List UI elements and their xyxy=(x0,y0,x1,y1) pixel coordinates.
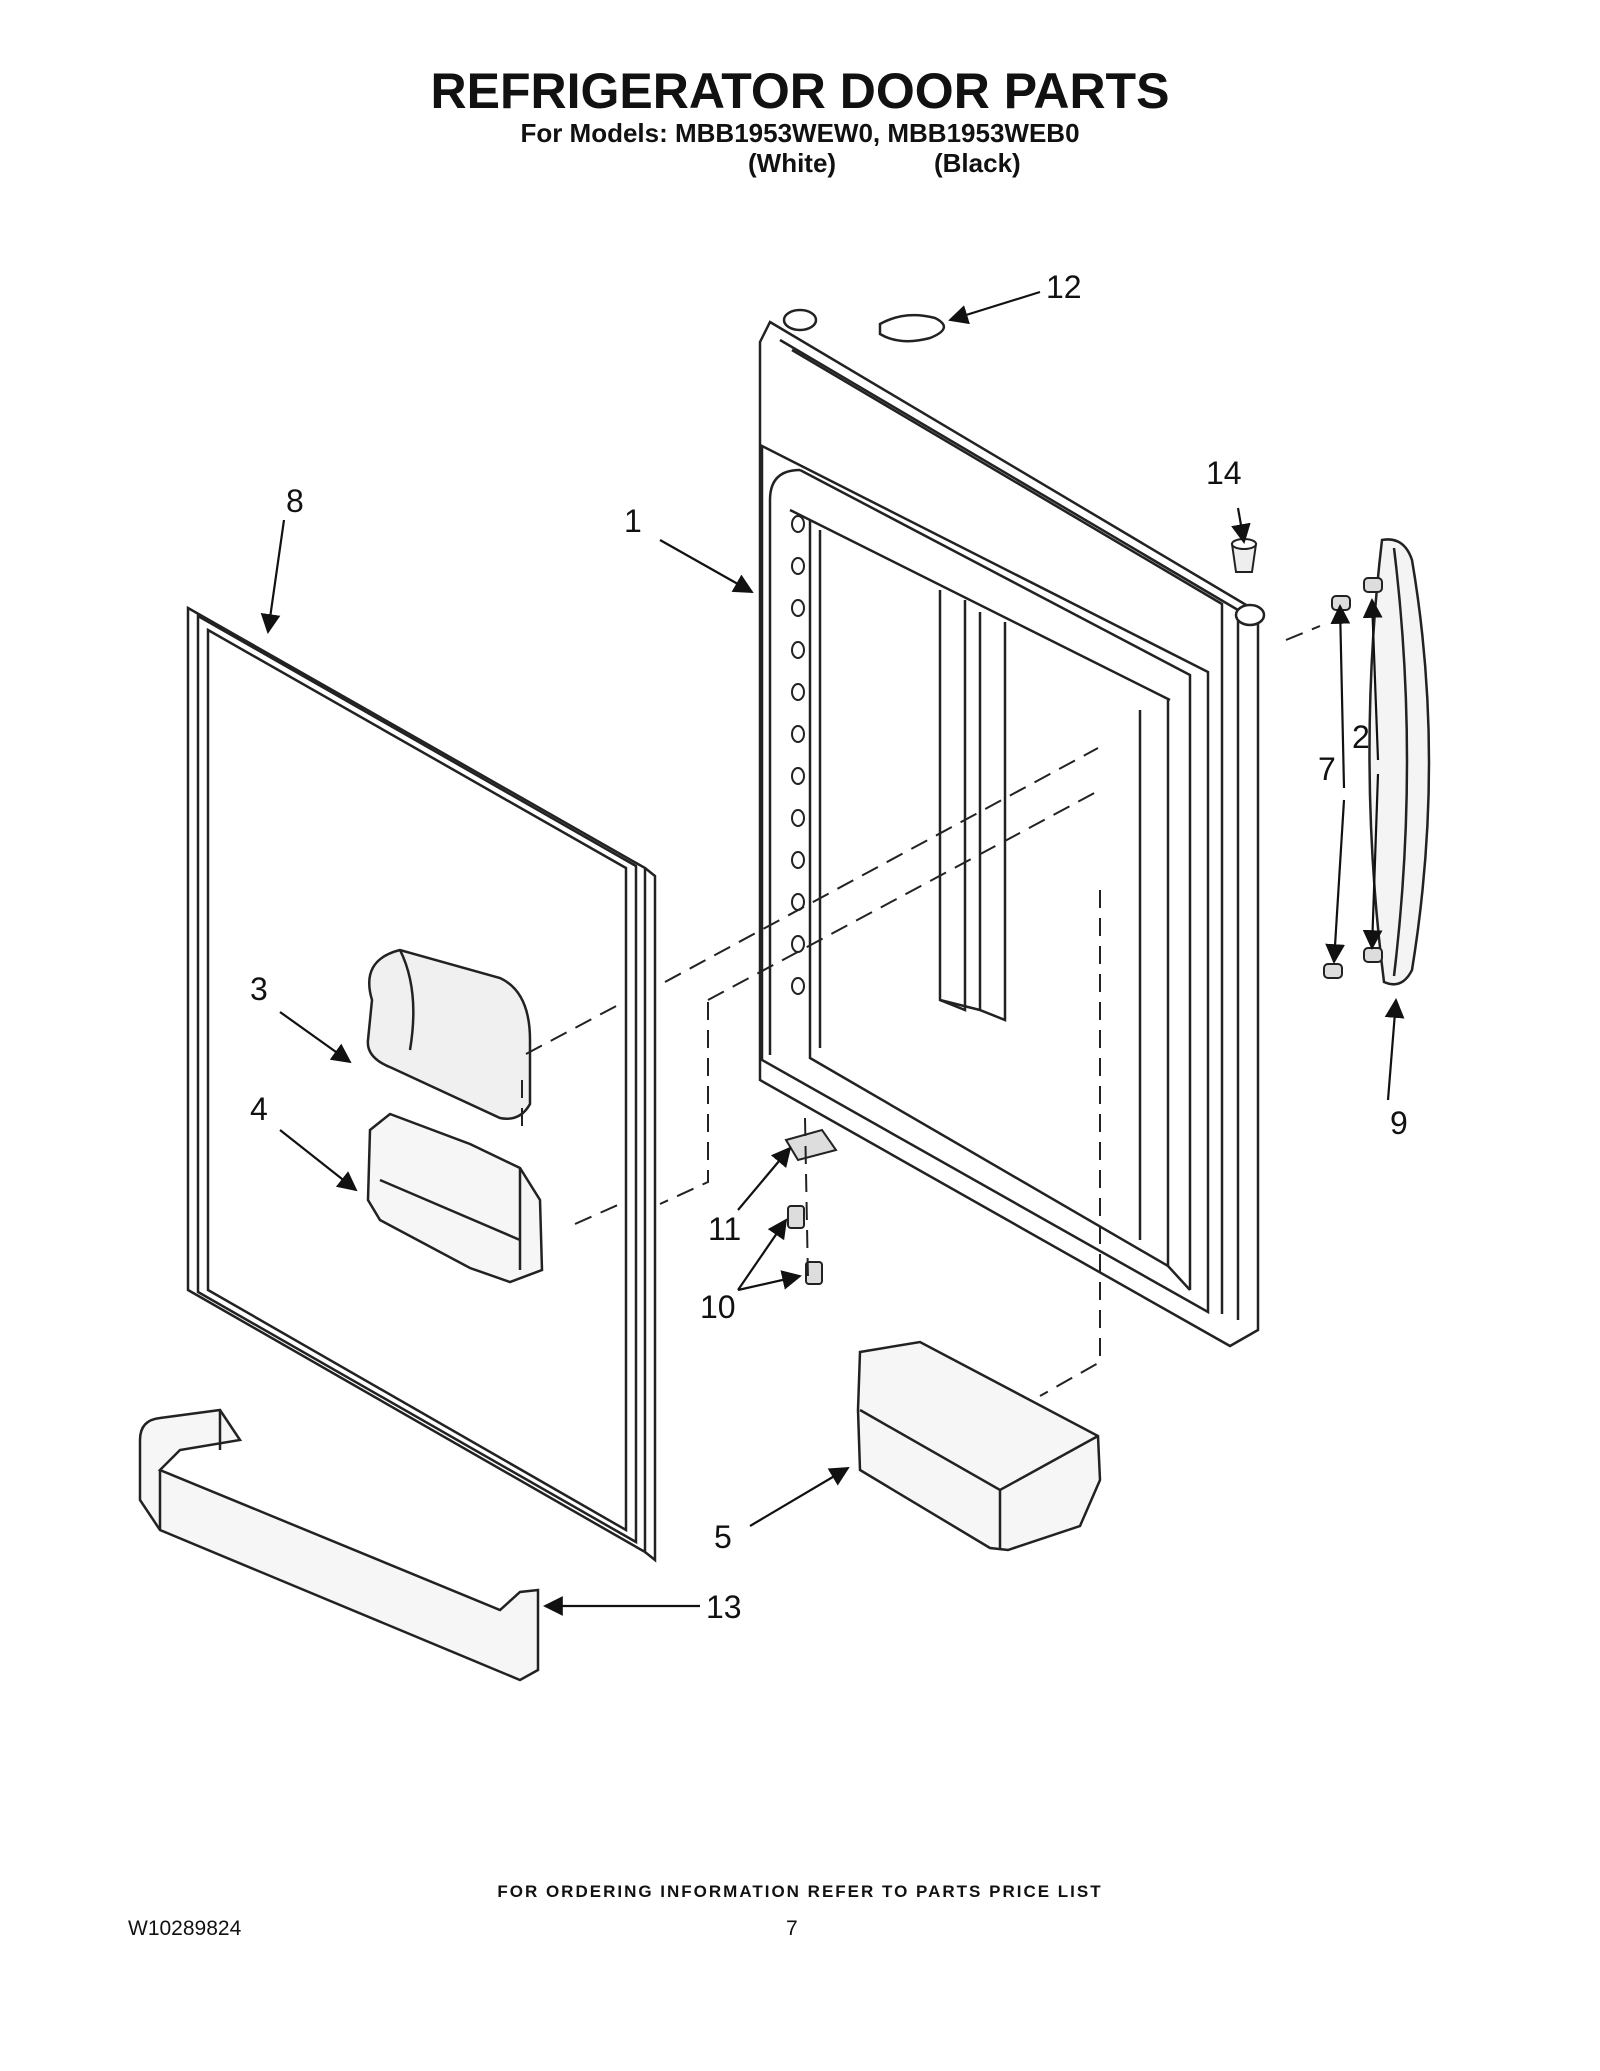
door-outer-panel xyxy=(186,605,657,1563)
door-shelf-bar xyxy=(138,1408,540,1682)
callout-10: 10 xyxy=(700,1289,736,1325)
callout-7: 7 xyxy=(1318,751,1336,787)
callout-2: 2 xyxy=(1352,719,1370,755)
models-subtitle: For Models: MBB1953WEW0, MBB1953WEB0 xyxy=(520,118,1080,148)
door-handle xyxy=(1368,538,1431,986)
callout-3: 3 xyxy=(250,971,268,1007)
ordering-info-note: FOR ORDERING INFORMATION REFER TO PARTS … xyxy=(497,1882,1103,1901)
color-white-label: (White) xyxy=(748,148,837,178)
page-title: REFRIGERATOR DOOR PARTS xyxy=(430,63,1170,119)
callout-14: 14 xyxy=(1206,455,1242,491)
callout-4: 4 xyxy=(250,1091,268,1127)
alignment-lines xyxy=(521,625,1321,1397)
callout-8: 8 xyxy=(286,483,304,519)
page-number: 7 xyxy=(786,1917,798,1940)
dispenser-cover xyxy=(366,948,532,1120)
door-bin xyxy=(856,1340,1102,1552)
hinge-holes xyxy=(782,308,1266,627)
callout-12: 12 xyxy=(1046,269,1082,305)
gasket-ring xyxy=(878,313,945,343)
callout-9: 9 xyxy=(1390,1105,1408,1141)
callout-11: 11 xyxy=(708,1211,741,1247)
callout-arrows xyxy=(260,290,1405,1616)
dispenser-tray xyxy=(366,1112,544,1284)
door-inner-liner xyxy=(758,320,1260,1348)
document-number: W10289824 xyxy=(128,1917,242,1940)
color-black-label: (Black) xyxy=(934,148,1021,178)
liner-bumpers xyxy=(791,515,805,995)
hinge-bushing xyxy=(1230,538,1258,573)
callout-13: 13 xyxy=(706,1589,742,1625)
callout-1: 1 xyxy=(624,503,642,539)
callout-5: 5 xyxy=(714,1519,732,1555)
mounting-hardware xyxy=(784,1128,838,1285)
